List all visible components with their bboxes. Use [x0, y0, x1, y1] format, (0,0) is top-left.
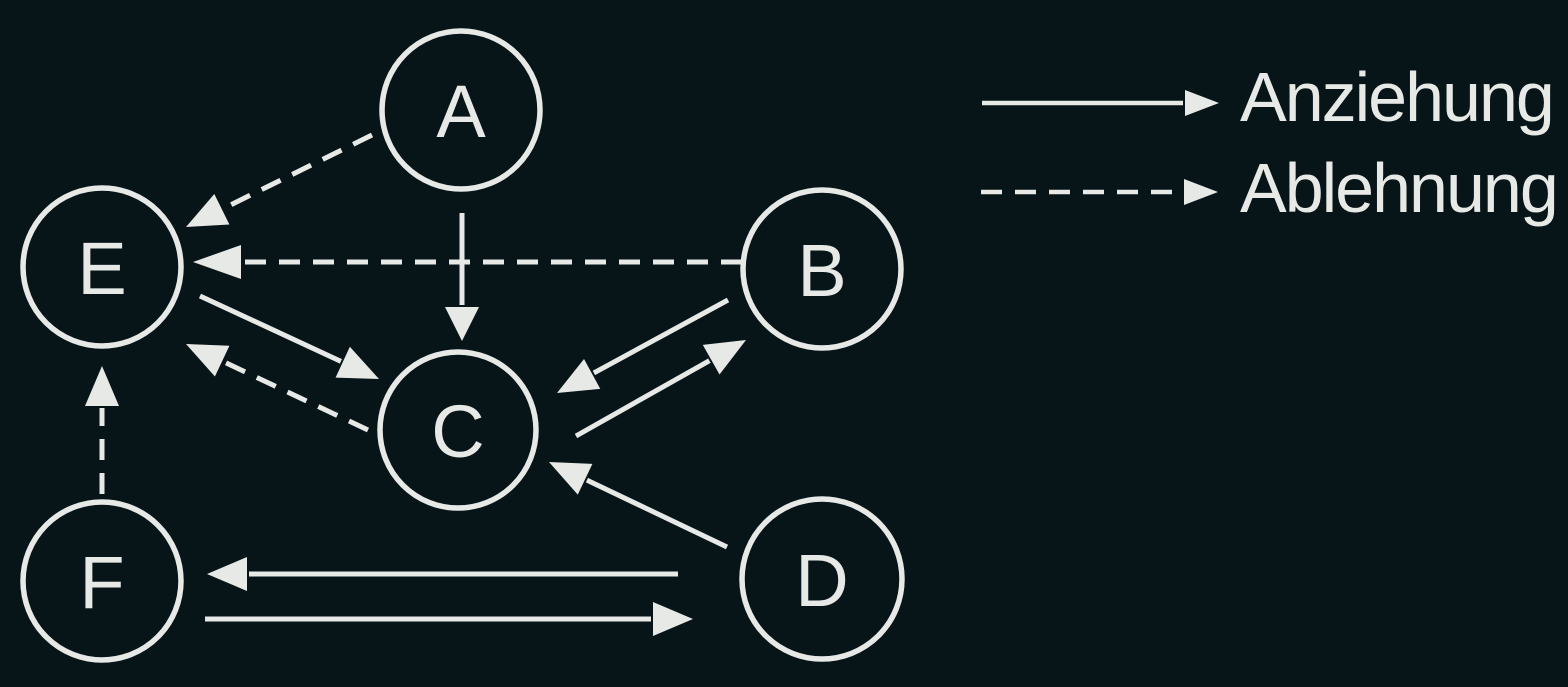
edge-C-E-dashed-arrowhead-icon: [186, 344, 230, 377]
legend-arrow-solid: [982, 90, 1219, 116]
edge-A-C-solid-arrowhead-icon: [445, 307, 479, 341]
node-label-F: F: [79, 541, 124, 624]
edge-F-D-solid-arrowhead-icon: [653, 602, 693, 636]
edge-E-C-solid: [198, 293, 379, 379]
edge-D-C-solid-arrowhead-icon: [549, 462, 593, 495]
edge-C-E-dashed: [186, 344, 370, 433]
node-circle-F: [20, 499, 184, 663]
edge-F-D-solid: [205, 602, 693, 636]
edge-A-E-dashed-line: [222, 132, 374, 211]
legend-label-ablehnung: Ablehnung: [1240, 149, 1559, 227]
node-D: D: [739, 496, 905, 662]
edge-C-E-dashed-line: [222, 359, 370, 433]
edge-C-B-solid: [574, 340, 746, 439]
node-label-B: B: [797, 229, 846, 312]
edge-A-E-dashed-arrowhead-icon: [186, 194, 230, 227]
node-B: B: [740, 187, 904, 351]
node-circle-E: [20, 185, 184, 349]
edge-B-E-dashed: [193, 245, 742, 279]
edge-A-C-solid: [445, 213, 479, 341]
node-label-E: E: [77, 227, 126, 310]
node-label-A: A: [436, 70, 486, 153]
node-circle-B: [740, 187, 904, 351]
node-F: F: [20, 499, 184, 663]
edge-F-E-dashed-arrowhead-icon: [85, 366, 119, 406]
legend-arrow-dashed: [981, 179, 1218, 205]
node-circle-A: [379, 28, 543, 192]
node-circle-C: [377, 349, 539, 511]
edge-E-C-solid-arrowhead-icon: [335, 346, 379, 379]
edge-D-F-solid: [207, 557, 678, 591]
edge-B-C-solid: [557, 297, 730, 393]
edge-B-C-solid-arrowhead-icon: [557, 358, 601, 393]
edge-B-C-solid-line: [592, 297, 730, 376]
edge-E-C-solid-line: [198, 293, 342, 364]
node-C: C: [377, 349, 539, 511]
node-label-D: D: [795, 539, 848, 622]
edge-D-C-solid: [549, 462, 729, 550]
edge-D-C-solid-line: [585, 477, 729, 550]
edge-C-B-solid-arrowhead-icon: [702, 340, 746, 375]
edge-F-E-dashed: [85, 366, 119, 494]
edge-A-E-dashed: [186, 132, 374, 227]
legend-arrow-solid-arrowhead-icon: [1185, 90, 1219, 116]
edge-C-B-solid-line: [574, 358, 711, 439]
edge-D-F-solid-arrowhead-icon: [207, 557, 247, 591]
node-label-C: C: [431, 390, 484, 473]
nodes-layer: A B C D E F: [20, 28, 905, 663]
legend-label-anziehung: Anziehung: [1240, 58, 1555, 136]
legend-arrows-layer: [981, 90, 1219, 205]
node-A: A: [379, 28, 543, 192]
edges-layer: [85, 132, 746, 636]
node-E: E: [20, 185, 184, 349]
node-circle-D: [739, 496, 905, 662]
edge-B-E-dashed-arrowhead-icon: [193, 245, 241, 279]
legend-arrow-dashed-arrowhead-icon: [1184, 179, 1218, 205]
